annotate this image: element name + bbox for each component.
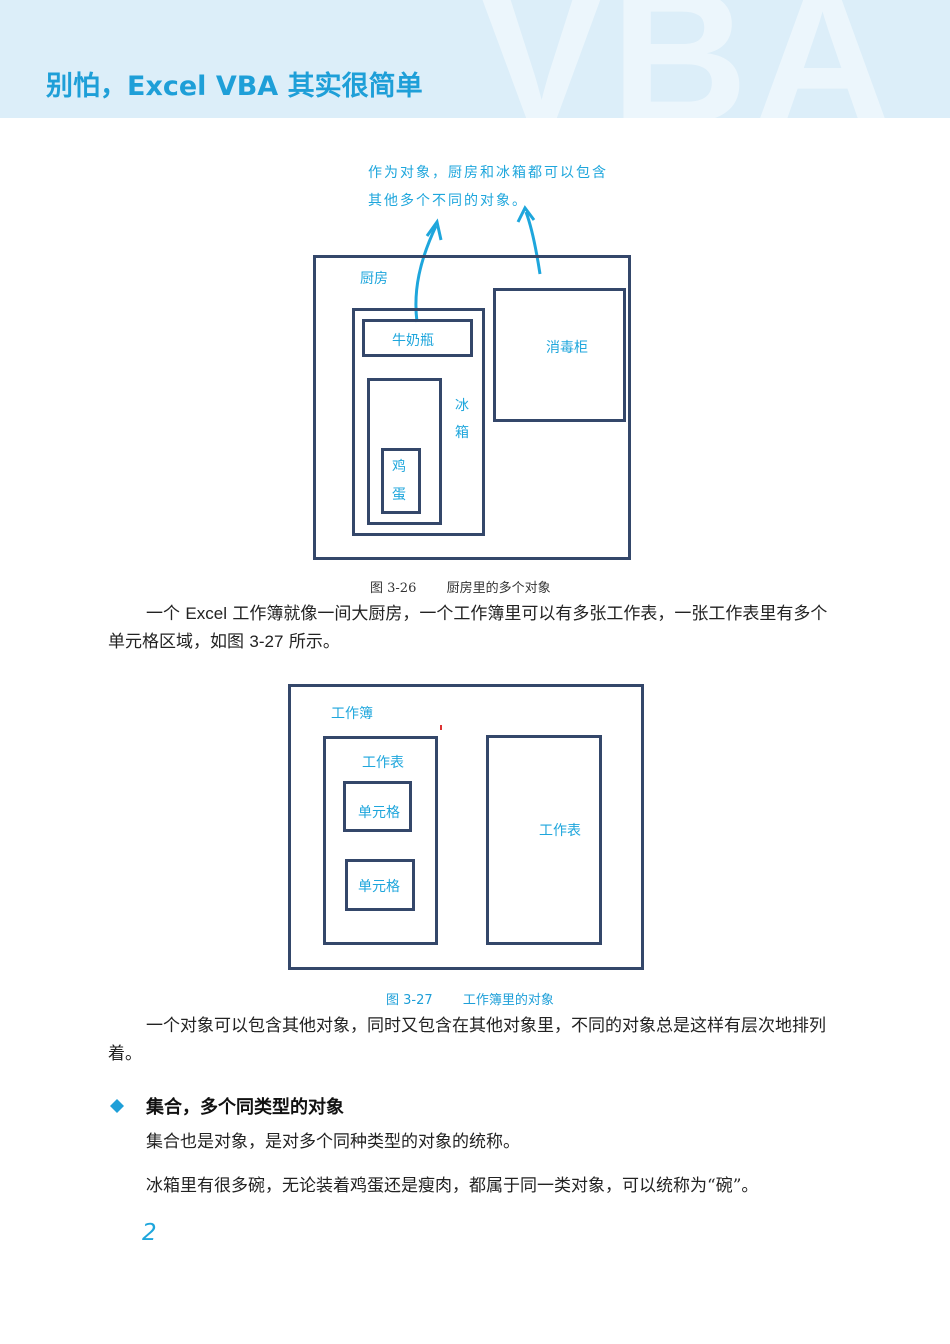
section-line-1: 集合也是对象，是对多个同种类型的对象的统称。 bbox=[146, 1132, 520, 1152]
cabinet-label: 消毒柜 bbox=[546, 340, 588, 356]
page-number: 2 bbox=[142, 1220, 157, 1246]
egg-label-1: 鸡 bbox=[392, 459, 406, 475]
workbook-label: 工作簿 bbox=[331, 706, 373, 722]
worksheet-left-box bbox=[323, 736, 438, 945]
fridge-box bbox=[352, 308, 485, 536]
cell-box-1 bbox=[343, 781, 412, 832]
kitchen-box bbox=[313, 255, 631, 560]
header-watermark: VBA bbox=[478, 0, 898, 118]
milk-bottle-box bbox=[362, 319, 473, 357]
section-line-2: 冰箱里有很多碗，无论装着鸡蛋还是瘦肉，都属于同一类对象，可以统称为“碗”。 bbox=[146, 1176, 759, 1196]
figure-3-26-caption: 图 3-26 厨房里的多个对象 bbox=[370, 577, 551, 596]
red-mark bbox=[440, 725, 442, 730]
cell-label-1: 单元格 bbox=[358, 805, 400, 821]
fridge-label-2: 箱 bbox=[455, 425, 469, 441]
caption-number: 图 3-27 bbox=[386, 993, 433, 1008]
caption-text: 工作簿里的对象 bbox=[462, 993, 554, 1008]
page-header: VBA 别怕，Excel VBA 其实很简单 bbox=[0, 0, 950, 118]
kitchen-label: 厨房 bbox=[360, 271, 388, 287]
para1-text-c: 工作簿就像一间大厨房，一个工作簿里可以有多张工作表，一张工作表里有多个单元格区域… bbox=[108, 604, 828, 652]
section-heading: 集合，多个同类型的对象 bbox=[146, 1097, 344, 1118]
fridge-label-1: 冰 bbox=[455, 398, 469, 414]
milk-bottle-label: 牛奶瓶 bbox=[392, 333, 434, 349]
para1-text-d: 3-27 bbox=[249, 632, 284, 651]
note-arrows bbox=[414, 205, 542, 323]
worksheet-left-label: 工作表 bbox=[362, 755, 404, 771]
worksheet-right-label: 工作表 bbox=[539, 823, 581, 839]
diamond-bullet-icon bbox=[110, 1098, 124, 1113]
figure-note-line-1: 作为对象，厨房和冰箱都可以包含 bbox=[368, 165, 608, 181]
egg-box bbox=[381, 448, 421, 514]
para1-text-b: Excel bbox=[185, 604, 227, 623]
figure-note-line-2: 其他多个不同的对象。 bbox=[368, 193, 528, 209]
para1-text-e: 所示。 bbox=[283, 632, 340, 652]
paragraph-1: 一个 Excel 工作簿就像一间大厨房，一个工作簿里可以有多张工作表，一张工作表… bbox=[108, 600, 828, 656]
cabinet-box bbox=[493, 288, 626, 422]
book-title: 别怕，Excel VBA 其实很简单 bbox=[46, 71, 423, 102]
egg-label-2: 蛋 bbox=[392, 487, 406, 503]
worksheet-right-box bbox=[486, 735, 602, 945]
figure-3-27-caption: 图 3-27 工作簿里的对象 bbox=[386, 989, 554, 1008]
paragraph-2: 一个对象可以包含其他对象，同时又包含在其他对象里，不同的对象总是这样有层次地排列… bbox=[108, 1016, 826, 1064]
workbook-box bbox=[288, 684, 644, 970]
fridge-inner-box bbox=[367, 378, 442, 525]
para1-text-a: 一个 bbox=[146, 604, 186, 624]
caption-text: 厨房里的多个对象 bbox=[446, 581, 551, 596]
caption-number: 图 3-26 bbox=[370, 581, 417, 596]
cell-label-2: 单元格 bbox=[358, 879, 400, 895]
cell-box-2 bbox=[345, 859, 415, 911]
